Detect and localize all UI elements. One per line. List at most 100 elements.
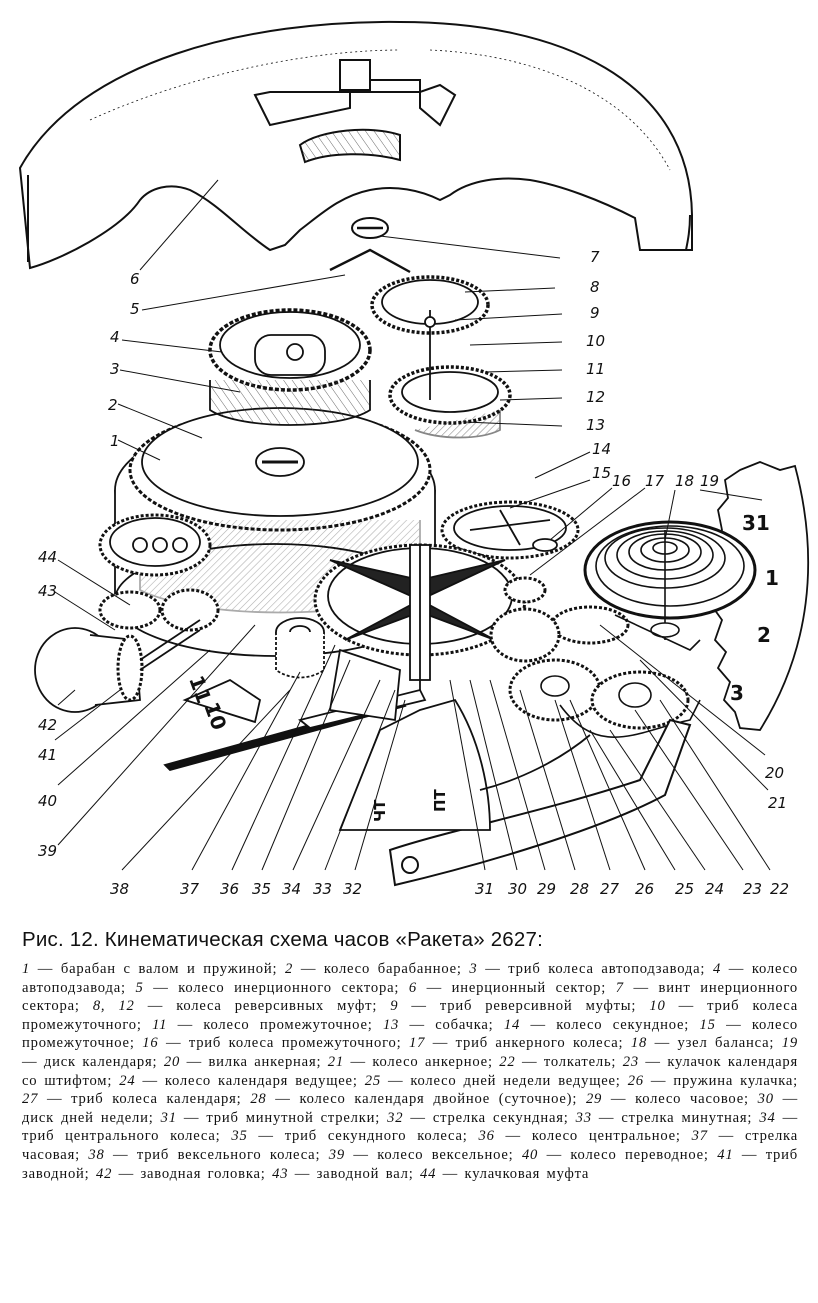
- inertia-sector: [18, 20, 693, 274]
- callout-number: 38: [110, 880, 129, 898]
- legend-entry: 35 — триб секундного колеса: [231, 1128, 463, 1145]
- legend-number: 17: [408, 1035, 426, 1052]
- callout-number: 32: [343, 880, 362, 898]
- legend-text: триб колеса автоподзавода: [508, 961, 701, 977]
- legend-entry: 34 — триб центрального колеса: [22, 1109, 799, 1145]
- figure-caption: Рис. 12. Кинематическая схема часов «Рак…: [22, 928, 798, 1183]
- legend-entry: 39 — колесо вексельное: [328, 1146, 509, 1163]
- legend-text: триб колеса промежуточного: [188, 1035, 397, 1052]
- leader-lines: [54, 179, 771, 871]
- legend-text: колесо часовое: [635, 1091, 744, 1108]
- callout-number: 8: [590, 278, 600, 296]
- legend-text: инерционный сектор: [451, 979, 602, 996]
- callout-number: 25: [675, 880, 694, 898]
- legend-text: триб секундного колеса: [284, 1128, 463, 1145]
- legend-number: 1: [22, 961, 31, 977]
- legend-number: 39: [328, 1146, 345, 1163]
- callout-number: 9: [590, 304, 600, 322]
- reversing-wheels: [370, 275, 512, 439]
- legend-number: 20: [163, 1053, 181, 1070]
- legend-number: 29: [585, 1091, 603, 1108]
- legend-text: стрелка минутная: [621, 1109, 748, 1126]
- legend-entry: 10 — триб колеса промежуточного: [22, 998, 798, 1033]
- callout-number: 41: [38, 746, 57, 764]
- callout-number: 22: [770, 880, 789, 898]
- legend-text: триб вексельного колеса: [136, 1146, 316, 1163]
- callout-number: 1: [110, 432, 120, 450]
- calendar-number: 1: [765, 566, 779, 590]
- legend-entry: 7 — винт инерционного сектора: [22, 979, 798, 1015]
- legend-number: 24: [119, 1072, 136, 1089]
- callout-number: 35: [252, 880, 271, 898]
- legend-text: колесо переводное: [570, 1146, 704, 1163]
- legend-number: 40: [521, 1146, 539, 1163]
- keyless-works: [34, 513, 325, 713]
- legend-entry: 21 — колесо анкерное: [327, 1053, 488, 1070]
- legend-number: 23: [622, 1053, 639, 1070]
- legend-text: колесо промежуточное: [22, 1016, 798, 1052]
- legend-number: 33: [575, 1109, 592, 1126]
- legend-text: триб заводной: [22, 1146, 798, 1182]
- callout-number: 14: [592, 440, 611, 458]
- legend-entry: 17 — триб анкерного колеса: [408, 1035, 619, 1052]
- calendar-number: 3: [730, 681, 744, 705]
- legend-entry: 23 — кулачок календаря со штифтом: [22, 1053, 798, 1089]
- legend-number: 19: [781, 1035, 798, 1052]
- seconds-wheel: [440, 500, 580, 560]
- legend-text: колесо инерционного сектора: [178, 979, 395, 996]
- caption-title: Рис. 12. Кинематическая схема часов «Рак…: [22, 928, 543, 951]
- legend-entry: 8, 12 — колеса реверсивных муфт: [92, 998, 373, 1015]
- legend-number: 41: [717, 1146, 734, 1163]
- callout-number: 40: [38, 792, 57, 810]
- legend-entry: 42 — заводная головка: [95, 1165, 261, 1182]
- legend-entry: 26 — пружина кулачка: [627, 1072, 794, 1089]
- legend-text: колеса реверсивных муфт: [176, 998, 373, 1015]
- legend-number: 14: [503, 1016, 521, 1033]
- legend-text: толкатель: [543, 1053, 612, 1070]
- calendar-number: 2: [757, 623, 771, 647]
- legend-text: колесо центральное: [531, 1128, 676, 1145]
- legend-number: 26: [627, 1072, 644, 1089]
- legend-entry: 25 — колесо дней недели ведущее: [364, 1072, 616, 1089]
- legend-text: винт инерционного сектора: [22, 979, 798, 1015]
- legend-text: вилка анкерная: [208, 1053, 317, 1070]
- legend-text: заводной вал: [316, 1165, 409, 1182]
- legend-text: пружина кулачка: [673, 1072, 794, 1089]
- legend-number: 15: [699, 1016, 716, 1033]
- legend-text: кулачковая муфта: [464, 1165, 590, 1182]
- legend-entry: 14 — колесо секундное: [503, 1016, 685, 1033]
- legend-number: 31: [160, 1109, 177, 1126]
- legend-text: триб минутной стрелки: [206, 1109, 376, 1126]
- legend-entry: 18 — узел баланса: [630, 1035, 770, 1052]
- callout-number: 23: [743, 880, 762, 898]
- legend-text: диск календаря: [43, 1053, 153, 1070]
- legend-number: 32: [387, 1109, 404, 1126]
- callout-number: 4: [110, 328, 120, 346]
- legend-entry: 20 — вилка анкерная: [163, 1053, 317, 1070]
- legend-number: 37: [691, 1128, 708, 1145]
- legend-number: 22: [499, 1053, 516, 1070]
- legend-text: барабан с валом и пружиной: [60, 961, 273, 977]
- legend-entry: 43 — заводной вал: [272, 1165, 409, 1182]
- legend-entry: 36 — колесо центральное: [478, 1128, 676, 1145]
- callout-number: 27: [600, 880, 620, 898]
- kinematic-diagram: 31 1 2 3 11 10 ПТ ЧТ 1 2 3 4 5 6 7 8 9 1…: [18, 20, 810, 898]
- callout-number: 3: [110, 360, 120, 378]
- legend-text: колесо промежуточное: [203, 1016, 368, 1033]
- legend-text: колесо автоподзавода: [22, 961, 798, 996]
- legend-entry: 13 — собачка: [382, 1016, 489, 1033]
- callout-number: 24: [705, 880, 724, 898]
- legend-number: 10: [649, 998, 666, 1015]
- callout-number: 44: [38, 548, 57, 566]
- legend-text: колесо календаря ведущее: [164, 1072, 353, 1089]
- callout-number: 7: [590, 248, 600, 266]
- legend-text: стрелка секундная: [432, 1109, 564, 1126]
- legend-number: 11: [152, 1016, 168, 1033]
- weekday-disk: [338, 698, 591, 831]
- legend-entry: 33 — стрелка минутная: [575, 1109, 748, 1126]
- legend-entry: 24 — колесо календаря ведущее: [119, 1072, 353, 1089]
- legend-text: колесо дней недели ведущее: [410, 1072, 616, 1089]
- legend-entry: 37 — стрелка часовая: [22, 1128, 798, 1163]
- legend-text: стрелка часовая: [22, 1128, 798, 1163]
- callout-number: 16: [612, 472, 631, 490]
